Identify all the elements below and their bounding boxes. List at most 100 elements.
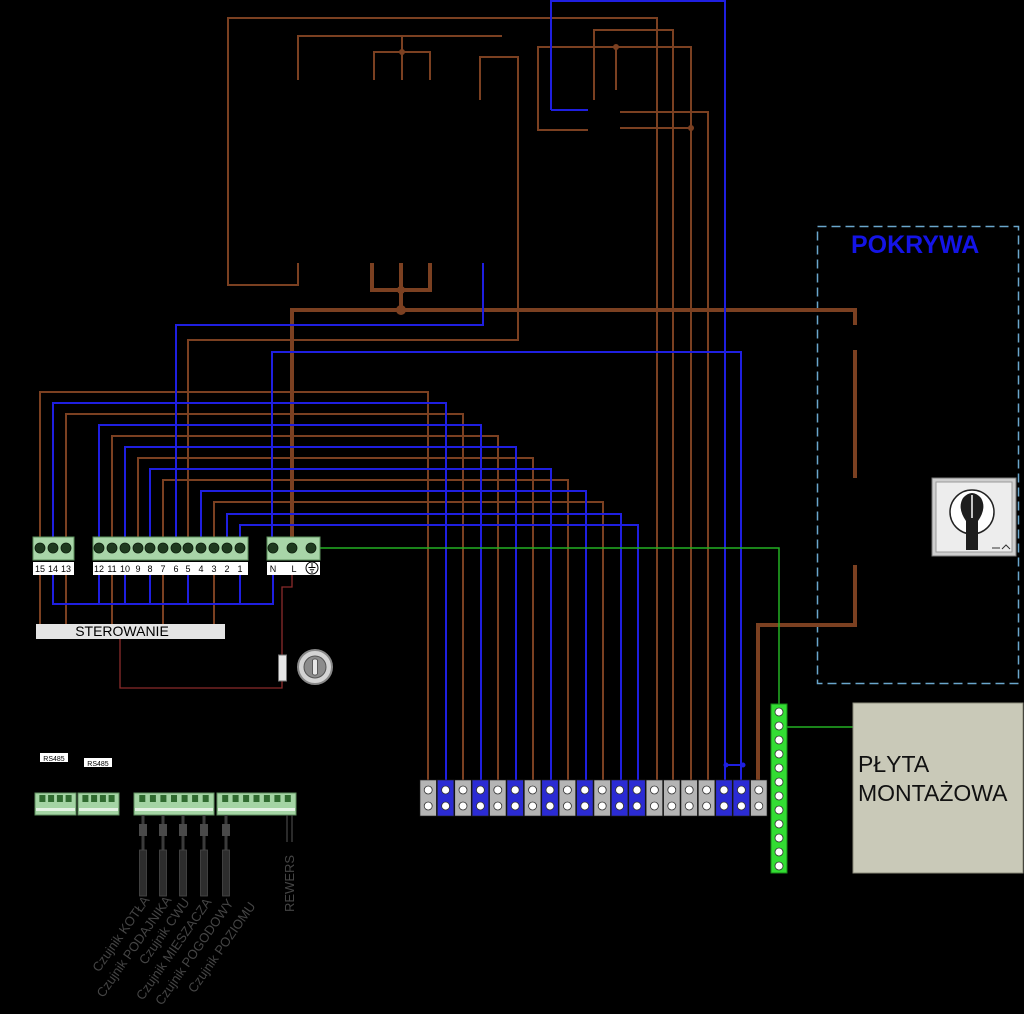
screw-hole	[597, 785, 607, 795]
sensor-ferrule	[179, 824, 187, 836]
sensor-ferrule	[200, 824, 208, 836]
sensor-probe	[179, 815, 187, 897]
control-label: STEROWANIE	[75, 623, 169, 639]
wire	[290, 308, 857, 537]
screw-hole	[510, 801, 520, 811]
cell-body	[663, 779, 681, 817]
terminal-number: 8	[147, 564, 152, 574]
screw-hole	[684, 785, 694, 795]
sensor-ferrule	[159, 824, 167, 836]
sensor-probe	[222, 815, 230, 897]
reverse-label: REWERS	[282, 855, 297, 912]
sensor-ferrule	[139, 824, 147, 836]
connector-pin	[232, 795, 239, 802]
terminal-strip-cell	[715, 779, 733, 817]
brown-nodes	[396, 44, 694, 315]
terminal-screw	[47, 542, 59, 554]
junction-node	[399, 49, 405, 55]
screw-hole	[615, 785, 624, 795]
terminal-strip-cell	[698, 779, 716, 817]
sensor-probe	[200, 815, 208, 897]
terminal-screw	[208, 542, 220, 554]
knob-icon	[297, 649, 333, 685]
connector-stripe	[218, 808, 295, 811]
terminal-number: 11	[107, 564, 116, 574]
terminal-screw	[119, 542, 131, 554]
switch-lever	[960, 493, 984, 550]
mounting-plate: PŁYTA MONTAŻOWA	[852, 702, 1024, 874]
connector-pin	[48, 795, 55, 802]
screw-hole	[632, 785, 642, 795]
screw-hole	[441, 785, 451, 795]
cell-body	[750, 779, 768, 817]
terminal-screw	[267, 542, 279, 554]
screw-hole	[667, 785, 677, 795]
cell-body	[454, 779, 472, 817]
screw-hole	[563, 801, 572, 811]
terminal-number: 12	[94, 564, 104, 574]
terminal-screw	[195, 542, 207, 554]
connector-pin	[171, 795, 177, 802]
terminal-strip-cell	[471, 779, 489, 817]
screw-hole	[493, 801, 503, 811]
cell-body	[489, 779, 507, 817]
screw-hole	[493, 785, 503, 795]
terminal-number: 2	[224, 564, 229, 574]
mounting-plate-body	[852, 702, 1024, 874]
connector	[133, 792, 215, 816]
terminal-screw	[286, 542, 298, 554]
knob-slot	[312, 658, 318, 676]
sensor-cables	[139, 815, 293, 897]
wire	[39, 391, 429, 780]
sensor-body	[139, 849, 147, 897]
connector-pin	[39, 795, 46, 802]
ground-bar-hole	[774, 805, 784, 815]
rs485-label: RS485	[40, 753, 68, 763]
ground-bar-hole	[774, 847, 784, 857]
wire	[227, 17, 658, 780]
screw-hole	[650, 785, 659, 795]
control-label-bar	[36, 624, 225, 639]
terminal-number: 1	[237, 564, 242, 574]
screw-hole	[667, 801, 677, 811]
wire	[320, 547, 780, 704]
cell-body	[680, 779, 698, 817]
screw-hole	[615, 801, 624, 811]
screw-hole	[545, 785, 555, 795]
connector-pin	[108, 795, 115, 802]
terminal-strip-cell	[680, 779, 698, 817]
screw-hole	[597, 801, 607, 811]
cell-body	[437, 779, 455, 817]
connector-pin	[253, 795, 260, 802]
ground-bar-hole	[774, 749, 784, 759]
connector-pin	[192, 795, 199, 802]
screw-hole	[754, 785, 764, 795]
cell-body	[524, 779, 542, 817]
connector-pin	[160, 795, 167, 802]
connector-pin	[65, 795, 72, 802]
terminal-strip-cell	[419, 779, 437, 817]
wire	[297, 35, 502, 80]
screw-hole	[475, 785, 485, 795]
ground-bar-hole	[774, 763, 784, 773]
cell-body	[611, 779, 629, 817]
connector-pin	[263, 795, 270, 802]
terminal-number: 9	[135, 564, 140, 574]
terminal-strip	[419, 779, 768, 817]
wire	[65, 413, 464, 780]
connector-pin	[99, 795, 106, 802]
junction-node	[397, 286, 405, 294]
junction-node	[723, 762, 729, 768]
terminal-number: 7	[160, 564, 165, 574]
screw-hole	[475, 801, 485, 811]
terminal-strip-cell	[645, 779, 663, 817]
terminal-strip-cell	[489, 779, 507, 817]
screw-hole	[702, 801, 711, 811]
terminal-block-b: 12 11 10 9 8 7 6 5 4 3 2 1	[92, 536, 249, 575]
connector-pin	[82, 795, 89, 802]
cell-body	[576, 779, 594, 817]
screw-hole	[719, 801, 729, 811]
cell-body	[715, 779, 733, 817]
ground-icon	[305, 561, 319, 575]
wire	[187, 56, 519, 537]
